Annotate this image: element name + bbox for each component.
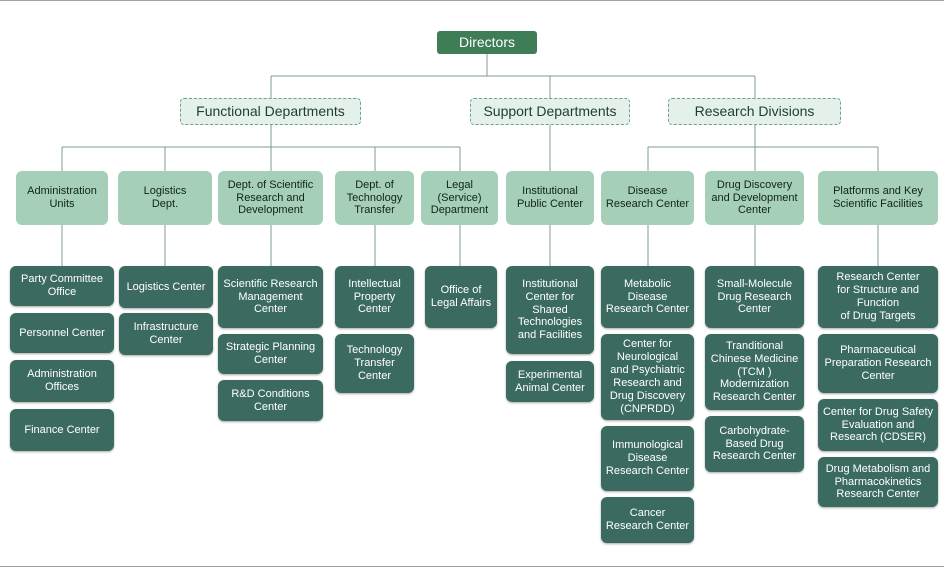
leaf-logistics-center: Logistics Center xyxy=(119,266,213,308)
category-support-departments: Support Departments xyxy=(470,98,630,125)
category-functional-departments: Functional Departments xyxy=(180,98,361,125)
category-research-divisions: Research Divisions xyxy=(668,98,841,125)
directors-node: Directors xyxy=(437,31,537,54)
unit-legal-service-department: Legal(Service)Department xyxy=(421,171,498,225)
leaf-personnel-center: Personnel Center xyxy=(10,313,114,353)
leaf-finance-center: Finance Center xyxy=(10,409,114,451)
